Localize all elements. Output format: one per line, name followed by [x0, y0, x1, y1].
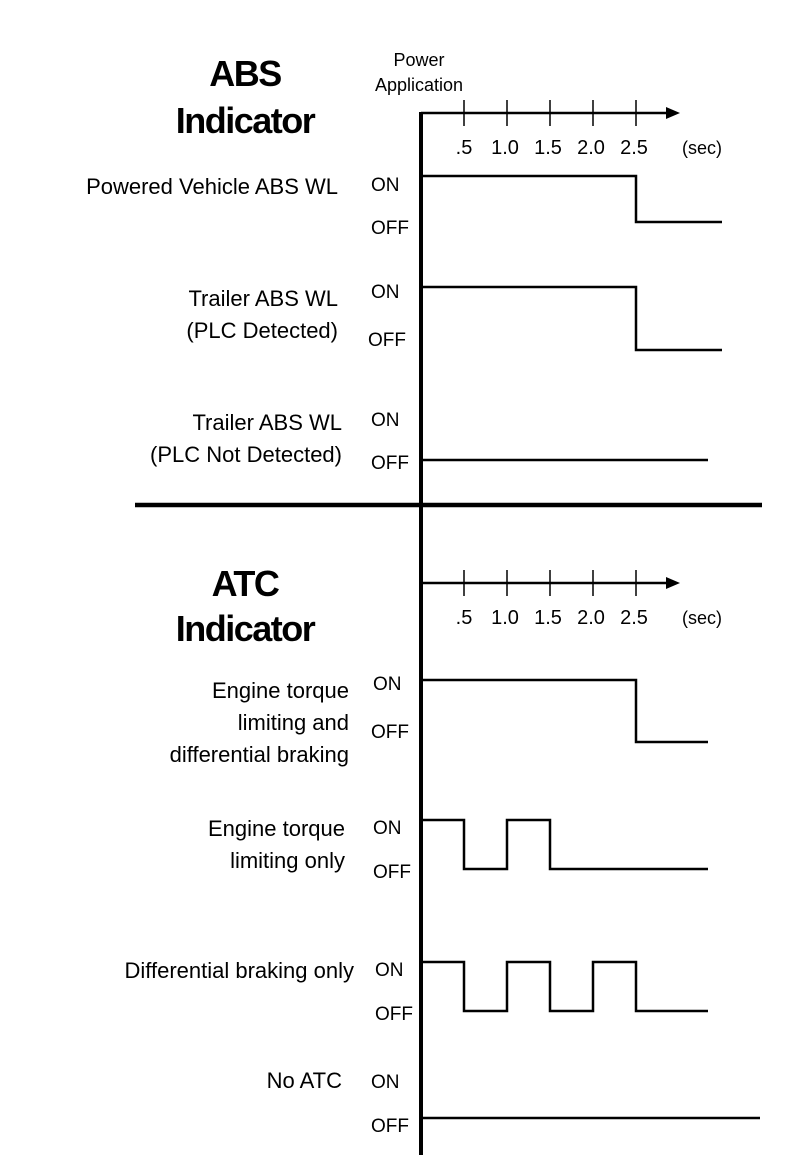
power-application-label-line2: Application [375, 75, 463, 95]
abs-on-label: ON [371, 410, 400, 431]
abs-off-label: OFF [368, 330, 406, 351]
atc-on-label: ON [373, 818, 402, 839]
atc-tick-label: 1.0 [491, 607, 519, 629]
abs-signal-label: Trailer ABS WL [192, 410, 342, 435]
abs-on-label: ON [371, 282, 400, 303]
abs-off-label: OFF [371, 218, 409, 239]
abs-axis-unit: (sec) [682, 138, 722, 158]
atc-title-line2: Indicator [176, 608, 316, 649]
atc-signal-label: limiting only [230, 848, 345, 873]
abs-signal-label: Powered Vehicle ABS WL [86, 174, 338, 199]
atc-tick-label: .5 [456, 607, 473, 629]
abs-signal-label: (PLC Not Detected) [150, 442, 342, 467]
atc-off-label: OFF [371, 722, 409, 743]
abs-off-label: OFF [371, 453, 409, 474]
abs-tick-label: .5 [456, 137, 473, 159]
atc-off-label: OFF [375, 1004, 413, 1025]
abs-on-label: ON [371, 175, 400, 196]
abs-axis-arrow [666, 107, 680, 119]
abs-signal-label: Trailer ABS WL [188, 286, 338, 311]
atc-on-label: ON [373, 674, 402, 695]
atc-signal-label: No ATC [267, 1068, 343, 1093]
abs-tick-label: 1.5 [534, 137, 562, 159]
abs-title-line1: ABS [209, 53, 281, 94]
atc-signal-label: Engine torque [212, 678, 349, 703]
atc-on-label: ON [375, 960, 404, 981]
atc-signal-label: limiting and [238, 710, 349, 735]
atc-axis-arrow [666, 577, 680, 589]
atc-title-line1: ATC [212, 563, 280, 604]
atc-off-label: OFF [373, 862, 411, 883]
abs-tick-label: 1.0 [491, 137, 519, 159]
atc-tick-label: 2.0 [577, 607, 605, 629]
atc-time-axis [421, 570, 680, 596]
atc-waveform-torque-only [421, 818, 708, 871]
atc-tick-label: 2.5 [620, 607, 648, 629]
atc-signal-label: differential braking [170, 742, 349, 767]
atc-tick-label: 1.5 [534, 607, 562, 629]
abs-waveform-trailer-plc-detected [421, 285, 722, 352]
abs-time-axis [421, 100, 680, 126]
atc-on-label: ON [371, 1072, 400, 1093]
abs-waveform-powered-vehicle [421, 174, 722, 224]
atc-waveform-braking-only [421, 960, 708, 1013]
atc-waveform-torque-and-braking [421, 678, 708, 744]
power-application-label-line1: Power [393, 50, 444, 70]
atc-axis-unit: (sec) [682, 608, 722, 628]
abs-signal-label: (PLC Detected) [186, 318, 338, 343]
abs-title-line2: Indicator [176, 100, 316, 141]
atc-signal-label: Differential braking only [125, 958, 355, 983]
atc-signal-label: Engine torque [208, 816, 345, 841]
abs-tick-label: 2.5 [620, 137, 648, 159]
atc-off-label: OFF [371, 1116, 409, 1137]
abs-tick-label: 2.0 [577, 137, 605, 159]
